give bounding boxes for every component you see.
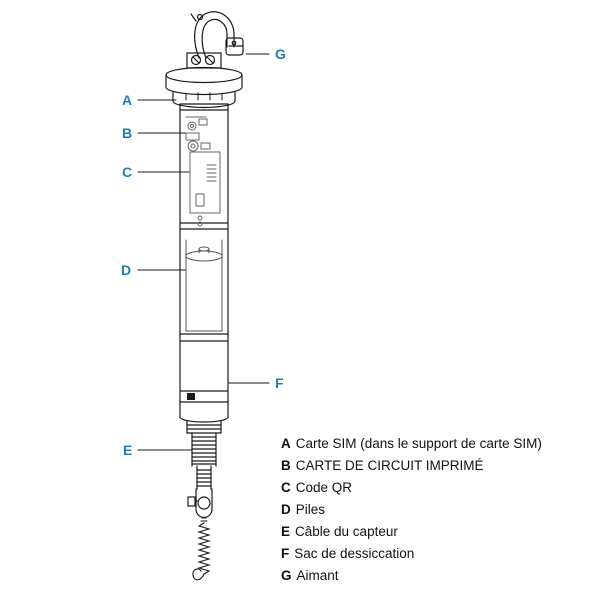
qr-plate: [189, 151, 221, 227]
legend-key: G: [281, 568, 292, 583]
hook-bracket: [186, 52, 222, 69]
legend-text: Câble du capteur: [295, 524, 398, 539]
callout-letter-e: E: [123, 442, 133, 458]
callout-letter-c: C: [122, 164, 133, 180]
callout-lines: [137, 53, 270, 451]
legend-item-f: F Sac de dessiccation: [281, 543, 542, 565]
legend-key: D: [281, 502, 291, 517]
legend: A Carte SIM (dans le support de carte SIM…: [281, 433, 542, 587]
legend-text: Code QR: [295, 480, 353, 495]
callout-letter-a: A: [122, 92, 133, 108]
legend-key: C: [281, 480, 291, 495]
legend-item-e: E Câble du capteur: [281, 521, 542, 543]
legend-key: A: [281, 436, 291, 451]
callout-letter-b: B: [122, 125, 133, 141]
legend-text: Piles: [295, 502, 326, 517]
legend-text: CARTE DE CIRCUIT IMPRIMÉ: [295, 458, 484, 473]
clevis: [187, 488, 213, 519]
battery-stack: [185, 239, 223, 332]
callout-letter-f: F: [275, 375, 284, 391]
legend-text: Sac de dessiccation: [294, 546, 415, 561]
legend-item-d: D Piles: [281, 499, 542, 521]
legend-item-a: A Carte SIM (dans le support de carte SIM…: [281, 433, 542, 455]
callout-letter-d: D: [121, 262, 132, 278]
top-flange: [165, 66, 243, 109]
bottom-connector: [186, 420, 222, 490]
magnet: [225, 37, 244, 56]
legend-text: Carte SIM (dans le support de carte SIM): [295, 436, 542, 451]
callout-letter-g: G: [275, 46, 286, 62]
legend-text: Aimant: [296, 568, 339, 583]
legend-key: B: [281, 458, 291, 473]
legend-key: F: [281, 546, 290, 561]
circuit-board: [185, 116, 211, 152]
legend-item-g: G Aimant: [281, 565, 542, 587]
hook: [190, 11, 235, 59]
legend-key: E: [281, 524, 291, 539]
legend-item-c: C Code QR: [281, 477, 542, 499]
legend-item-b: B CARTE DE CIRCUIT IMPRIMÉ: [281, 455, 542, 477]
sensor-cable: [192, 517, 211, 581]
tube-body: [179, 103, 229, 423]
